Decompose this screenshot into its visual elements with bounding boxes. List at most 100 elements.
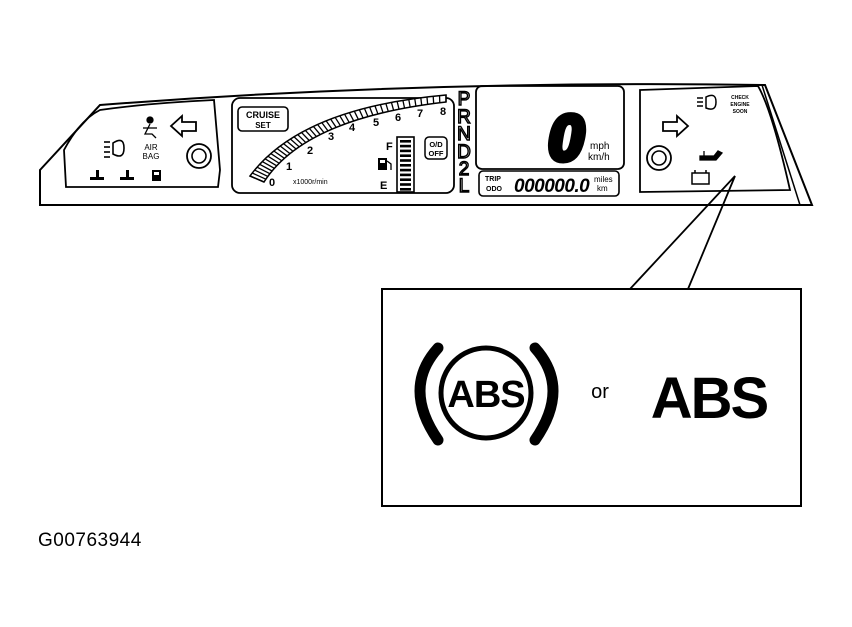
fuel-bar-segment xyxy=(400,154,411,157)
off-label: OFF xyxy=(429,149,444,158)
tach-number: 7 xyxy=(417,108,423,120)
tach-tick xyxy=(254,169,269,177)
right-turn-arrow-icon xyxy=(662,113,690,139)
tach-tick xyxy=(321,122,329,132)
odometer-panel xyxy=(478,170,620,197)
airbag-label-line2: BAG xyxy=(143,152,160,161)
fuel-bar-segment xyxy=(400,149,411,153)
tach-number: 2 xyxy=(307,145,313,157)
tach-tick xyxy=(379,104,384,113)
trip-label: TRIP xyxy=(485,176,501,183)
gear-letter: P xyxy=(458,89,471,110)
tach-tick xyxy=(343,113,350,123)
abs-warning-symbol-icon xyxy=(414,342,559,446)
tach-tick xyxy=(414,98,417,107)
gear-letter: D xyxy=(457,142,471,163)
fuel-bar-segment xyxy=(400,183,411,186)
tach-tick xyxy=(390,102,395,111)
right-trip-knob xyxy=(646,145,672,171)
tach-number: 3 xyxy=(328,131,334,143)
fuel-pump-icon xyxy=(378,158,392,170)
tach-tick xyxy=(369,106,374,116)
tach-tick xyxy=(374,105,379,115)
seatbelt-icon xyxy=(90,170,104,180)
speed-value: 0 xyxy=(548,102,584,174)
gear-letter: R xyxy=(457,107,471,128)
fuel-bar-segment xyxy=(400,144,411,148)
tach-tick xyxy=(317,124,325,134)
tach-unit-label: x1000r/min xyxy=(293,179,328,186)
gear-letter: L xyxy=(459,176,470,197)
tach-tick xyxy=(273,150,285,159)
door-icon xyxy=(120,170,134,180)
tach-tick xyxy=(348,112,355,122)
figure-id: G00763944 xyxy=(38,530,142,551)
od-label: O/D xyxy=(429,140,443,149)
left-trip-knob xyxy=(186,143,212,169)
tach-tick xyxy=(353,110,359,120)
gear-letter: N xyxy=(457,124,471,145)
headlight-icon xyxy=(104,139,125,158)
tach-tick xyxy=(325,120,333,130)
tach-tick xyxy=(249,175,265,183)
tach-tick xyxy=(402,100,406,109)
tach-tick xyxy=(308,127,317,137)
cruise-set-indicator xyxy=(237,106,289,132)
fuel-pump-small-icon xyxy=(152,170,161,181)
cruise-set-label: SET xyxy=(255,121,271,130)
tach-tick xyxy=(301,132,310,141)
fuel-full-label: F xyxy=(386,141,393,153)
fuel-bar-segment xyxy=(400,168,411,172)
speed-unit-mph: mph xyxy=(590,141,609,152)
airbag-label-line1: AIR xyxy=(144,143,158,152)
left-indicator-panel: AIR BAG xyxy=(63,99,221,188)
tach-number: 8 xyxy=(440,106,446,118)
odo-unit-km: km xyxy=(597,184,608,193)
tach-number: 1 xyxy=(286,161,292,173)
tach-tick xyxy=(279,145,291,155)
tach-tick xyxy=(264,158,278,167)
tach-tick xyxy=(252,172,267,180)
fuel-gauge xyxy=(396,136,415,193)
tach-tick xyxy=(286,140,297,150)
battery-icon xyxy=(691,170,710,185)
tach-tick xyxy=(304,129,314,139)
tach-number: 4 xyxy=(349,122,356,134)
tach-number: 6 xyxy=(395,112,401,124)
fuel-bar-segment xyxy=(400,173,411,177)
tach-number: 0 xyxy=(269,177,275,189)
maint-line2: ENGINE xyxy=(730,102,750,108)
gear-letter: 2 xyxy=(459,159,470,180)
abs-text: ABS xyxy=(651,366,768,431)
maint-line1: CHECK xyxy=(731,95,749,101)
odo-unit-miles: miles xyxy=(594,175,613,184)
tach-tick xyxy=(385,103,389,112)
right-indicator-panel: CHECK ENGINE SOON xyxy=(639,85,792,193)
tach-tick xyxy=(426,96,429,105)
tachometer-scale xyxy=(248,94,447,183)
tach-tick xyxy=(408,99,411,108)
speed-unit-kmh: km/h xyxy=(588,152,610,163)
tach-tick xyxy=(334,117,341,127)
airbag-warning-icon xyxy=(143,116,157,139)
fuel-bar-segment xyxy=(400,164,411,167)
tach-tick xyxy=(289,138,300,148)
fuel-bar-segment xyxy=(400,140,411,143)
tach-tick xyxy=(363,108,369,117)
odo-label: ODO xyxy=(486,186,503,193)
tach-tick xyxy=(276,147,288,157)
abs-symbol-text: ABS xyxy=(447,374,524,416)
tach-tick xyxy=(293,136,303,146)
fuel-bar-segment xyxy=(400,159,411,162)
abs-callout-box xyxy=(381,288,802,507)
tach-tick xyxy=(339,115,346,125)
tach-tick xyxy=(358,109,364,119)
fuel-empty-label: E xyxy=(380,180,387,192)
tach-tick xyxy=(270,153,283,162)
tach-tick xyxy=(256,166,271,175)
maint-line3: SOON xyxy=(733,109,748,115)
cruise-label: CRUISE xyxy=(246,110,280,120)
tach-tick xyxy=(420,97,423,106)
